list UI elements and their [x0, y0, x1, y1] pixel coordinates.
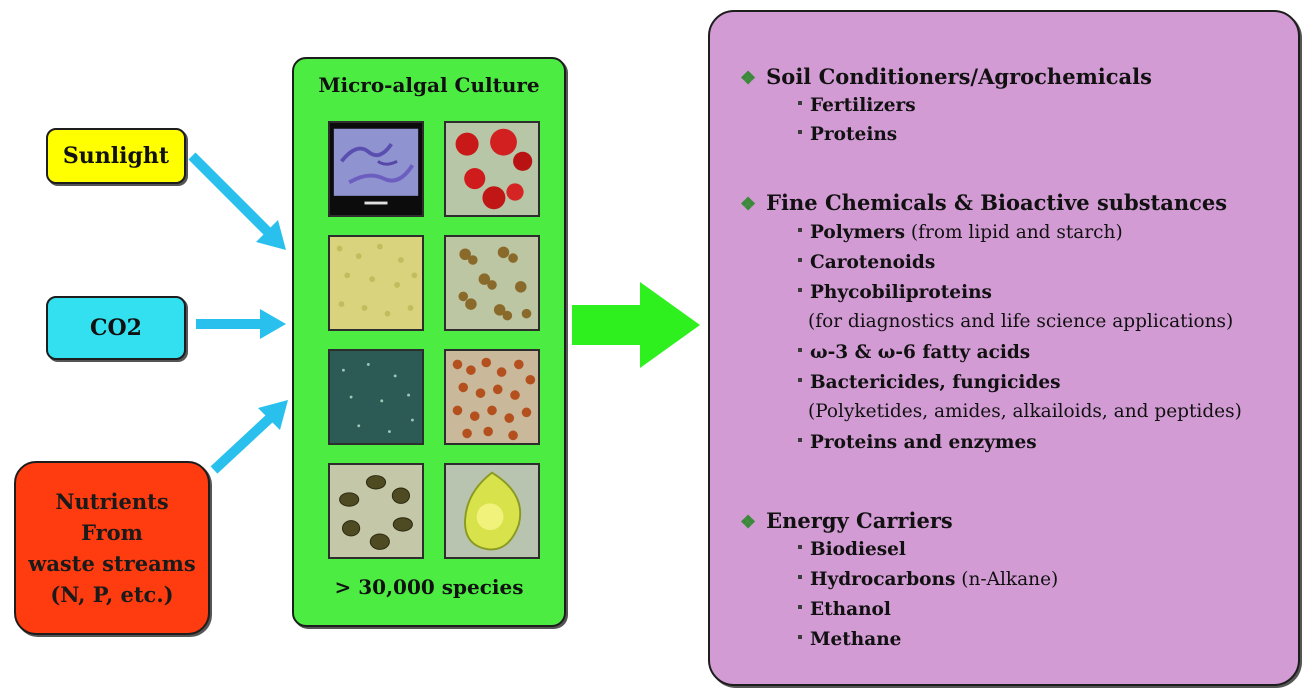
micro-image-brown-clusters	[444, 235, 540, 331]
bullet-icon	[798, 575, 802, 579]
list-item: Hydrocarbons (n-Alkane)	[798, 569, 1058, 590]
co2-box: CO2	[46, 296, 186, 360]
list-item: Proteins	[798, 124, 897, 145]
bullet-icon	[798, 348, 802, 352]
bullet-icon	[798, 438, 802, 442]
bullet-icon	[798, 130, 802, 134]
bullet-icon	[798, 605, 802, 609]
list-item: Proteins and enzymes	[798, 432, 1037, 453]
bullet-icon	[798, 288, 802, 292]
list-item: Fertilizers	[798, 95, 916, 116]
item-note: (for diagnostics and life science applic…	[808, 311, 1233, 332]
micro-image-red-cells	[444, 121, 540, 217]
nutrients-line: (N, P, etc.)	[28, 579, 195, 610]
nutrients-box: Nutrients From waste streams (N, P, etc.…	[14, 461, 210, 635]
sunlight-arrow	[192, 156, 286, 250]
culture-footer: > 30,000 species	[294, 575, 564, 599]
culture-title: Micro-algal Culture	[294, 73, 564, 97]
bullet-icon	[798, 228, 802, 232]
bullet-icon	[798, 258, 802, 262]
bullet-icon	[798, 635, 802, 639]
section-heading: ❖Fine Chemicals & Bioactive substances	[740, 190, 1227, 215]
output-arrow	[572, 282, 700, 368]
nutrients-line: Nutrients	[28, 486, 195, 517]
micro-image-yellow-cell	[444, 463, 540, 559]
list-item: Carotenoids	[798, 252, 935, 273]
bullet-icon	[798, 378, 802, 382]
sunlight-box: Sunlight	[46, 128, 186, 184]
micro-image-filaments	[328, 121, 424, 217]
culture-panel: Micro-algal Culture	[292, 57, 566, 627]
nutrients-line: From	[28, 517, 195, 548]
list-item: Bactericides, fungicides	[798, 372, 1061, 393]
sunlight-label: Sunlight	[63, 143, 169, 169]
bullet-icon	[798, 545, 802, 549]
nutrients-line: waste streams	[28, 548, 195, 579]
bullet-icon	[798, 101, 802, 105]
list-item: Polymers (from lipid and starch)	[798, 222, 1123, 243]
co2-arrow	[196, 309, 286, 339]
diamond-icon: ❖	[740, 194, 756, 215]
micro-image-yellow-field	[328, 235, 424, 331]
output-panel: ❖Soil Conditioners/Agrochemicals Fertili…	[708, 10, 1300, 686]
list-item: Phycobiliproteins	[798, 282, 992, 303]
co2-label: CO2	[90, 315, 142, 341]
diamond-icon: ❖	[740, 68, 756, 89]
diamond-icon: ❖	[740, 512, 756, 533]
section-heading: ❖Soil Conditioners/Agrochemicals	[740, 64, 1152, 89]
micro-image-dark-green	[328, 349, 424, 445]
list-item: Biodiesel	[798, 539, 906, 560]
list-item: Ethanol	[798, 599, 891, 620]
list-item: Methane	[798, 629, 901, 650]
micro-image-ring-colony	[328, 463, 424, 559]
nutrients-arrow	[214, 400, 288, 470]
item-note: (Polyketides, amides, alkailoids, and pe…	[808, 401, 1242, 422]
section-heading: ❖Energy Carriers	[740, 508, 953, 533]
list-item: ω-3 & ω-6 fatty acids	[798, 342, 1030, 363]
micro-image-orange-cells	[444, 349, 540, 445]
